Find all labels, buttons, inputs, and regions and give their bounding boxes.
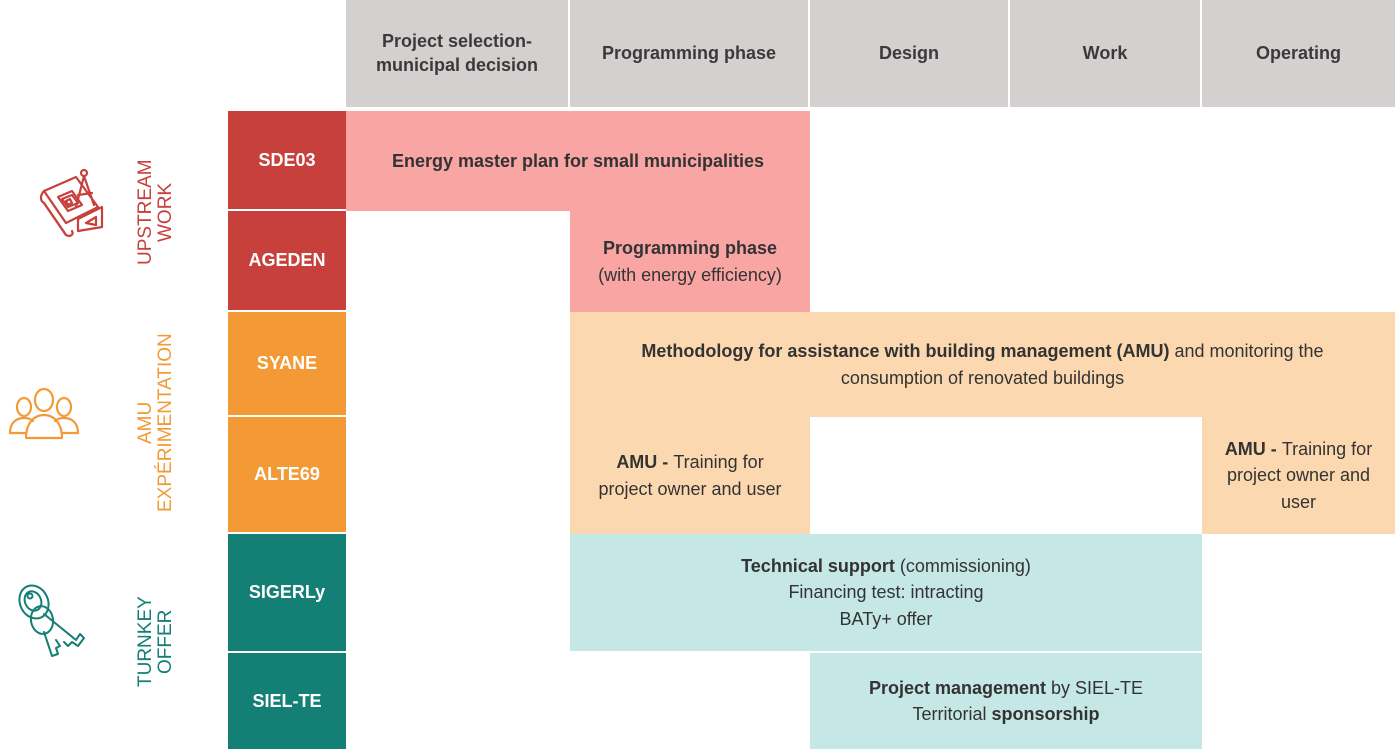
- org-label: AGEDEN: [248, 250, 326, 270]
- cell-text-bold: Programming phase: [602, 238, 778, 259]
- cell-text: Energy master plan for small municipalit…: [391, 150, 765, 171]
- org-label: SDE03: [258, 149, 316, 170]
- cell-text-bold: Methodology for assistance with building…: [641, 341, 1170, 362]
- org-siel-te: SIEL-TE: [228, 653, 346, 749]
- cell-text: (with energy efficiency): [598, 264, 782, 285]
- blueprint-icon: [38, 155, 108, 245]
- cell-sigerly-technical-support: Technical support (commissioning) Financ…: [570, 534, 1202, 651]
- org-label: SIGERLy: [248, 582, 326, 602]
- header-programming-phase: Programming phase: [570, 0, 810, 107]
- cell-siel-te-project-management: Project management by SIEL-TE Territoria…: [810, 653, 1202, 749]
- cell-text-bold: AMU -: [616, 452, 674, 473]
- org-sigerly: SIGERLy: [228, 534, 346, 653]
- cell-text: project owner and user: [598, 478, 782, 499]
- keys-icon: [16, 582, 88, 660]
- org-sde03: SDE03: [228, 111, 346, 211]
- group-line1: UPSTREAM: [135, 159, 157, 265]
- group-line1: TURNKEY: [135, 596, 157, 687]
- cell-text: BATy+ offer: [839, 608, 933, 629]
- header-project-selection: Project selection-municipal decision: [346, 0, 570, 107]
- header-label: Work: [1082, 42, 1128, 63]
- cell-text: Territorial: [912, 704, 992, 724]
- header-line1: Project selection-: [381, 31, 533, 52]
- cell-text: by SIEL-TE: [1046, 677, 1144, 698]
- header-operating: Operating: [1202, 0, 1395, 107]
- header-line2: municipal decision: [375, 54, 539, 75]
- cell-text: project owner and: [1226, 465, 1371, 486]
- cell-text-bold: Technical support: [741, 556, 895, 577]
- cell-text: and monitoring the: [1169, 341, 1324, 362]
- cell-text: Financing test: intracting: [788, 582, 984, 603]
- cell-syane-methodology: Methodology for assistance with building…: [570, 312, 1395, 417]
- header-label: Programming phase: [601, 42, 777, 63]
- cell-text: (commissioning): [894, 556, 1031, 577]
- header-work: Work: [1010, 0, 1202, 107]
- cell-alte69-training-operating: AMU - Training for project owner and use…: [1202, 417, 1395, 534]
- cell-text: user: [1280, 491, 1316, 512]
- cell-ageden-programming-phase: Programming phase (with energy efficienc…: [570, 211, 810, 312]
- org-label: SYANE: [256, 353, 318, 373]
- cell-text: Training for: [673, 452, 764, 473]
- cell-text-bold: AMU -: [1224, 439, 1282, 460]
- cell-text: Training for: [1281, 439, 1373, 460]
- header-label: Operating: [1255, 42, 1341, 63]
- org-label: SIEL-TE: [252, 690, 322, 711]
- org-label: ALTE69: [254, 464, 320, 484]
- cell-alte69-training-design: AMU - Training for project owner and use…: [570, 417, 810, 534]
- cell-sde03-energy-master-plan: Energy master plan for small municipalit…: [346, 111, 810, 211]
- org-alte69: ALTE69: [228, 417, 346, 534]
- cell-text-bold: Project management: [868, 677, 1047, 698]
- org-syane: SYANE: [228, 312, 346, 417]
- group-line2: EXPÉRIMENTATION: [155, 333, 176, 513]
- header-label: Design: [878, 42, 939, 63]
- header-design: Design: [810, 0, 1010, 107]
- org-ageden: AGEDEN: [228, 211, 346, 312]
- cell-text: consumption of renovated buildings: [840, 367, 1125, 388]
- people-icon: [8, 385, 80, 440]
- group-line2: WORK: [155, 182, 176, 242]
- group-line1: AMU: [135, 401, 157, 445]
- cell-text-bold: sponsorship: [991, 704, 1100, 724]
- group-line2: OFFER: [155, 609, 176, 674]
